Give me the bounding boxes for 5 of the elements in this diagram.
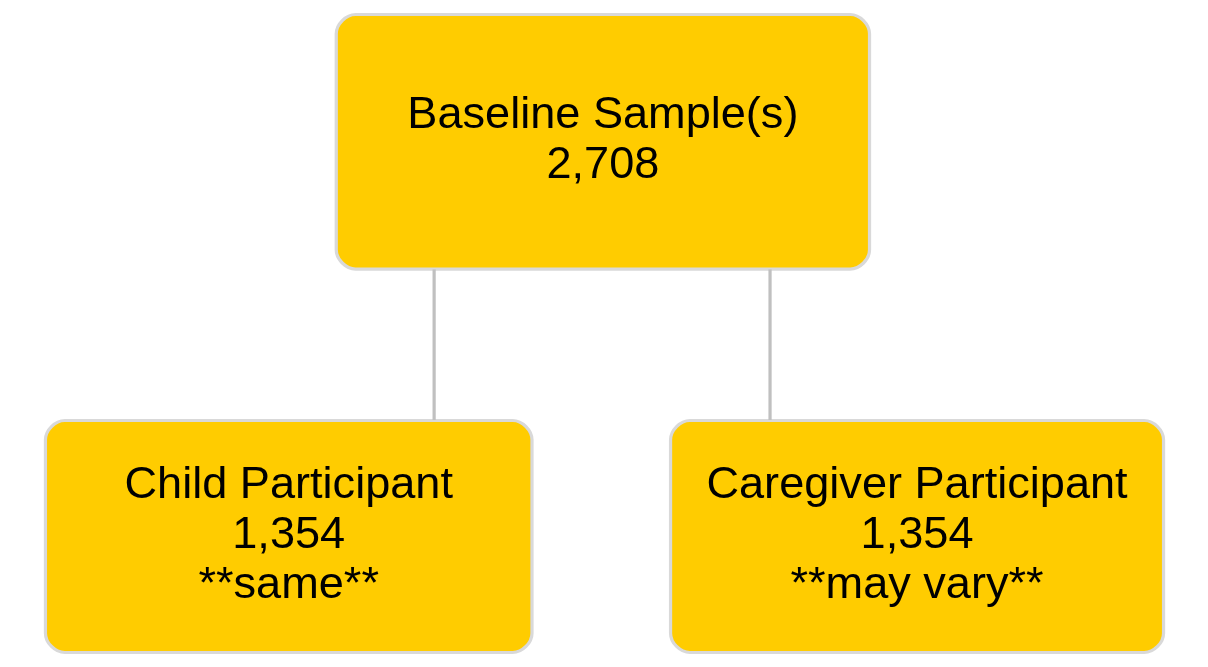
node-box: Caregiver Participant 1,354 **may vary** [668,418,1165,655]
connector [767,269,772,420]
node-box: Baseline Sample(s) 2,708 [334,12,871,271]
connector [432,269,436,420]
node-box: Child Participant 1,354 **same** [43,418,534,655]
